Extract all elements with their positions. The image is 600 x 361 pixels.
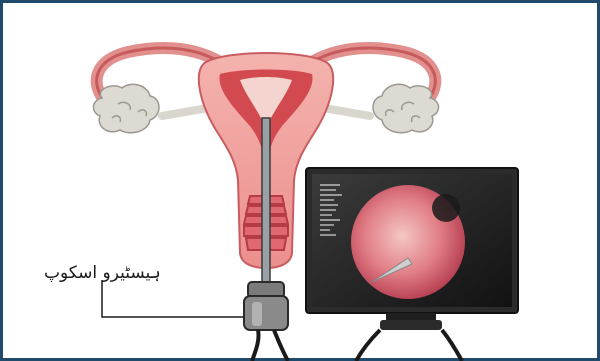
hysteroscope-device — [244, 282, 288, 361]
monitor-display — [306, 168, 518, 361]
ovary-left — [93, 84, 159, 132]
hysteroscope-label: ہیسٹیرو اسکوپ — [44, 262, 161, 283]
ovary-right — [373, 84, 439, 132]
hysteroscope-rod — [262, 118, 270, 288]
label-leader-line — [102, 280, 244, 317]
